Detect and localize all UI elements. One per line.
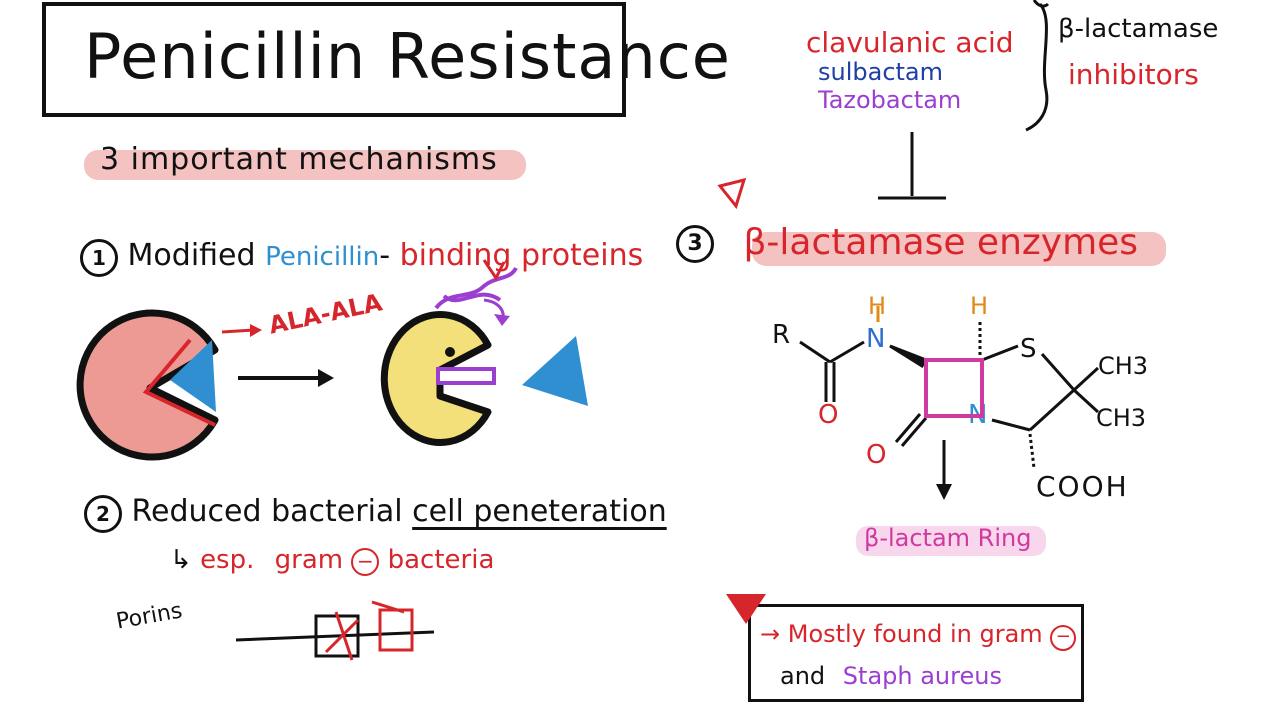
mechanism-1-word-penicillin: Penicillin	[265, 242, 380, 272]
note-arrow: →	[760, 620, 781, 648]
molecule-ch3-top: CH3	[1098, 352, 1149, 380]
sub-text-bacteria: bacteria	[387, 545, 495, 575]
note-text-and: and	[780, 662, 826, 690]
note-text-staph: Staph aureus	[842, 662, 1002, 690]
mechanism-3-heading: 3 β-lactamase enzymes	[676, 222, 1138, 263]
gram-negative-sign: −	[351, 548, 380, 576]
inhibitor-clavulanic-acid: clavulanic acid	[806, 26, 1014, 59]
note-box	[748, 604, 1084, 702]
title-box	[42, 2, 626, 117]
molecule-ch3-bottom: CH3	[1096, 404, 1147, 432]
sub-arrow: ↳	[170, 545, 192, 575]
number-badge-1: 1	[80, 239, 118, 277]
inhibitor-brace	[1025, 0, 1050, 132]
mechanism-1-word-modified: Modified	[127, 238, 256, 273]
mechanism-1-dash: -	[379, 238, 391, 273]
beta-lactamase-enzymes-label: β-lactamase enzymes	[743, 222, 1139, 263]
pacman-red	[76, 309, 219, 461]
mechanism-3-highlight	[752, 232, 1166, 266]
subtitle-highlight	[84, 150, 526, 180]
triangle-marker-note	[726, 594, 766, 624]
molecule-cooh: COOH	[1036, 470, 1129, 503]
ring-arrow	[936, 440, 952, 500]
pacman-yellow	[380, 311, 496, 446]
molecule-s: S	[1020, 334, 1037, 364]
molecule-o-amide: O	[818, 400, 839, 430]
blue-triangle-bound	[170, 340, 216, 412]
mechanism-1-word-binding-proteins: binding proteins	[399, 238, 644, 273]
inhibition-symbol	[878, 132, 946, 200]
molecule-r: R	[772, 320, 791, 350]
ring-label-highlight	[856, 526, 1046, 556]
triangle-marker-heading	[717, 177, 747, 210]
mechanism-2-text-cell-penetration: cell peneteration	[412, 494, 667, 529]
sub-text-esp: esp.	[200, 545, 255, 575]
molecule-o-lactam: O	[866, 440, 887, 470]
note-line-1: → Mostly found in gram −	[760, 620, 1077, 651]
inhibitor-tazobactam: Tazobactam	[818, 86, 962, 114]
note-text-mostly: Mostly found in gram	[787, 620, 1043, 648]
transition-arrow	[238, 369, 334, 387]
porin-membrane	[235, 600, 435, 661]
mechanism-2-heading: 2 Reduced bacterial cell peneteration	[84, 494, 667, 533]
page-title: Penicillin Resistance	[84, 20, 731, 93]
molecule-n-amide: N	[866, 324, 886, 354]
blue-triangle-free	[522, 336, 588, 406]
sub-text-gram: gram	[274, 545, 344, 575]
note-line-2: and Staph aureus	[780, 662, 1002, 690]
number-badge-3: 3	[676, 225, 714, 263]
molecule-h-ring: H	[970, 292, 989, 320]
inhibitor-group-line2: inhibitors	[1068, 58, 1199, 91]
note-gram-negative-sign: −	[1050, 625, 1077, 651]
ala-arrow	[221, 324, 262, 337]
beta-lactam-ring-square	[924, 358, 984, 418]
mechanism-2-sub: ↳ esp. gram − bacteria	[170, 545, 494, 576]
molecule-bonds	[799, 306, 1100, 469]
mechanism-2-text-reduced: Reduced bacterial	[131, 494, 403, 529]
mechanism-1-heading: 1 Modified Penicillin- binding proteins	[80, 238, 643, 277]
inhibitor-sulbactam: sulbactam	[818, 58, 944, 86]
subtitle: 3 important mechanisms	[100, 142, 498, 177]
number-badge-2: 2	[84, 495, 122, 533]
inhibitor-group-line1: β-lactamase	[1058, 14, 1219, 44]
beta-lactam-ring-label: β-lactam Ring	[864, 524, 1032, 552]
purple-modification	[434, 259, 518, 326]
